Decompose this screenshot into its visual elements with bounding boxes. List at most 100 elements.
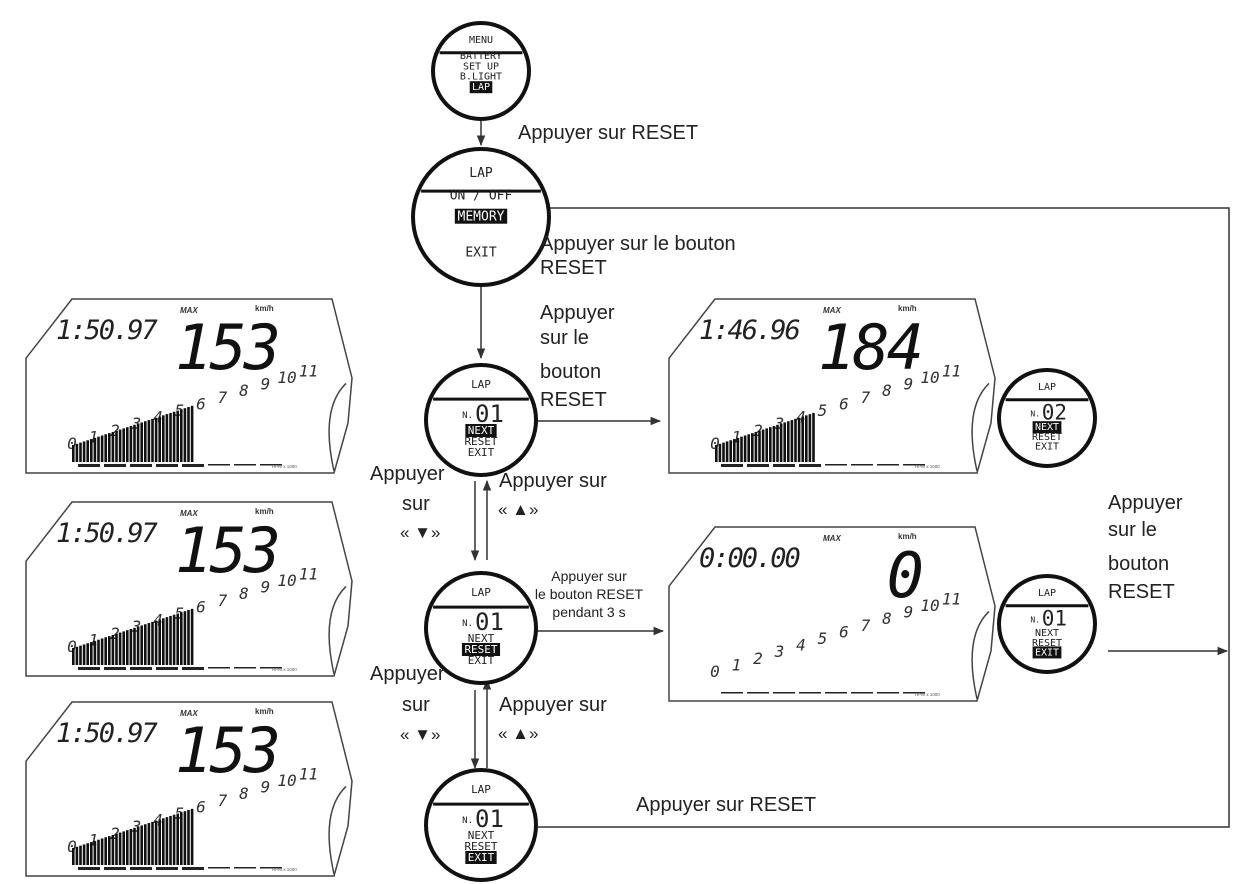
rpm-segment: [156, 464, 178, 467]
rpm-bar: [122, 831, 125, 865]
rpm-scale-label: 5: [818, 629, 828, 648]
circle-title: LAP: [1038, 588, 1056, 599]
rpm-bar: [133, 627, 136, 665]
rpm-bar: [758, 430, 761, 462]
rpm-scale-label: 11: [942, 589, 961, 608]
rpm-bar: [190, 405, 194, 462]
rpm-segment: [130, 667, 152, 670]
lap-time: 1:50.97: [56, 718, 158, 749]
rpm-scale-label: 6: [196, 797, 206, 816]
max-label: MAX: [180, 306, 198, 315]
label-press-reset-2: Appuyer sur RESET: [636, 794, 817, 816]
selected-highlight: [1032, 421, 1062, 434]
rpm-bar: [97, 639, 100, 665]
circle-item: EXIT: [468, 851, 495, 864]
circle-item: EXIT: [1035, 441, 1059, 452]
rpm-scale-label: 9: [904, 603, 914, 622]
rpm-scale-label: 10: [277, 571, 296, 590]
label-press-button-1-a: Appuyer sur le bouton: [540, 233, 736, 255]
rpm-bar: [776, 424, 779, 462]
rpm-segment: [208, 667, 230, 669]
rpm-segment: [234, 867, 256, 869]
lcd-outline: [668, 526, 996, 702]
rpm-bar: [118, 632, 122, 665]
rpm-bar: [154, 820, 158, 865]
lap-number: 02: [1042, 401, 1067, 425]
rpm-scale-label: 3: [774, 642, 785, 661]
rpm-bar: [140, 422, 143, 462]
rpm-bar: [772, 426, 776, 462]
rpm-scale-label: 3: [131, 414, 142, 433]
label-up-2-a: Appuyer sur: [499, 694, 607, 716]
rpm-scale-label: 9: [261, 578, 271, 597]
circle-item: RESET: [1032, 432, 1062, 443]
label-down-2-b: sur: [402, 694, 430, 716]
rpm-bar: [805, 415, 808, 462]
rpm-bar: [86, 643, 89, 665]
rpm-bar: [176, 410, 179, 462]
rpm-bar: [801, 416, 804, 462]
selected-highlight: [454, 208, 508, 224]
rpm-segment: [104, 867, 126, 870]
circle-item: EXIT: [468, 654, 495, 667]
rpm-scale-label: 10: [277, 368, 296, 387]
rpm-scale-label: 7: [218, 591, 228, 610]
label-press-button-3-c: bouton: [1108, 553, 1170, 575]
rpm-bar: [790, 420, 794, 462]
rpm-bar: [154, 417, 158, 462]
rpm-bar: [118, 832, 122, 865]
speed-unit: km/h: [898, 304, 917, 313]
rpm-bar: [751, 433, 754, 462]
rpm-segment: [182, 667, 204, 670]
rpm-bar: [129, 426, 133, 462]
rpm-unit: RPM x 1000: [272, 867, 297, 872]
circle-item: ON / OFF: [450, 189, 513, 204]
label-press-button-1-b: RESET: [540, 257, 607, 279]
circle-title: MENU: [469, 35, 493, 46]
rpm-bar: [90, 842, 93, 865]
rpm-segment: [182, 464, 204, 467]
rpm-segment: [825, 692, 847, 694]
circle-item: NEXT: [1035, 628, 1059, 639]
rpm-segment: [721, 692, 743, 694]
rpm-bar: [187, 407, 190, 462]
rpm-bar: [144, 421, 147, 462]
max-speed: 0: [887, 539, 922, 612]
rpm-bar: [108, 433, 111, 462]
lap-number: 01: [475, 400, 504, 428]
selected-highlight: [469, 81, 493, 94]
rpm-segment: [799, 464, 821, 467]
rpm-bar: [765, 428, 768, 462]
rpm-scale-label: 5: [175, 401, 185, 420]
rpm-scale-label: 8: [882, 381, 892, 400]
rpm-bar: [140, 625, 143, 665]
rpm-scale-label: 5: [175, 804, 185, 823]
rpm-bar: [100, 838, 104, 865]
rpm-bar: [151, 621, 154, 665]
rpm-bar: [165, 414, 169, 462]
rpm-bar: [754, 431, 758, 462]
label-press-button-2-a: Appuyer: [540, 302, 615, 324]
rpm-bar: [136, 423, 140, 462]
rpm-scale-label: 6: [839, 394, 849, 413]
rpm-bar: [743, 435, 747, 462]
rpm-scale-label: 11: [299, 564, 318, 583]
rpm-segment: [78, 464, 100, 467]
rpm-scale-label: 7: [218, 388, 228, 407]
selected-highlight: [461, 643, 501, 656]
rpm-scale-label: 8: [882, 609, 892, 628]
lap-number-prefix: N.: [1030, 409, 1040, 418]
rpm-bar: [75, 646, 79, 665]
rpm-scale-label: 11: [942, 361, 961, 380]
max-speed: 153: [175, 311, 278, 384]
rpm-bar: [169, 815, 172, 865]
rpm-scale-label: 0: [67, 434, 77, 453]
rpm-bar: [126, 427, 129, 462]
lap-number: 01: [475, 608, 504, 636]
rpm-bar: [147, 823, 151, 865]
rpm-scale-label: 4: [796, 408, 806, 427]
rpm-bar: [140, 825, 143, 865]
